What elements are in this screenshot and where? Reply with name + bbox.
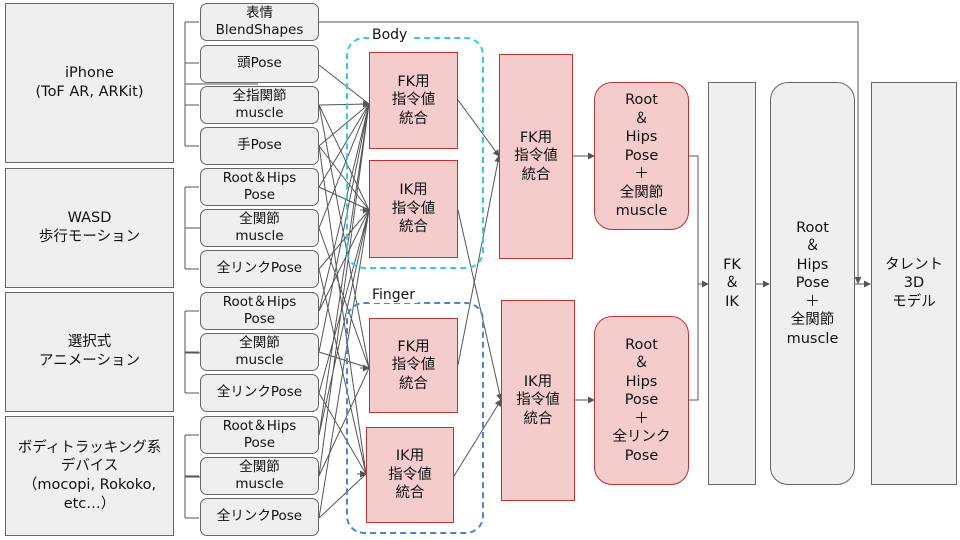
output-finger-muscle: 全指関節 muscle <box>200 86 319 124</box>
output-anim-link-pose: 全リンクPose <box>200 374 319 412</box>
finger-fk-integrator: FK用 指令値 統合 <box>369 318 458 413</box>
body-group-frame <box>346 37 484 269</box>
body-ik-integrator: IK用 指令値 統合 <box>369 160 458 258</box>
talent-3d-model: タレント 3D モデル <box>871 82 957 485</box>
output-head-pose: 頭Pose <box>200 45 319 83</box>
output-device-root-hips: Root＆Hips Pose <box>200 416 319 454</box>
output-anim-muscle: 全関節 muscle <box>200 333 319 371</box>
final-pose: Root ＆ Hips Pose ＋ 全関節 muscle <box>770 82 855 485</box>
ik-command-integrator: IK用 指令値 統合 <box>501 300 575 501</box>
finger-ik-integrator: IK用 指令値 統合 <box>366 427 454 523</box>
output-hand-pose: 手Pose <box>200 127 319 165</box>
output-wasd-muscle: 全関節 muscle <box>200 209 319 247</box>
fk-result-pose: Root ＆ Hips Pose ＋ 全関節 muscle <box>594 82 689 230</box>
output-wasd-root-hips: Root＆Hips Pose <box>200 168 319 206</box>
output-blendshapes: 表情 BlendShapes <box>200 3 319 41</box>
output-device-link-pose: 全リンクPose <box>200 498 319 536</box>
finger-group-frame <box>346 302 484 534</box>
output-device-muscle: 全関節 muscle <box>200 457 319 495</box>
finger-group-label: Finger <box>369 287 419 303</box>
source-animation: 選択式 アニメーション <box>5 292 174 412</box>
source-iphone: iPhone (ToF AR, ARKit) <box>5 3 174 163</box>
output-wasd-link-pose: 全リンクPose <box>200 250 319 288</box>
source-wasd: WASD 歩行モーション <box>5 168 174 288</box>
fk-command-integrator: FK用 指令値 統合 <box>499 54 573 259</box>
body-fk-integrator: FK用 指令値 統合 <box>369 52 458 149</box>
body-group-label: Body <box>369 27 411 43</box>
fk-ik-solver: FK ＆ IK <box>708 82 756 485</box>
source-body-tracking-device: ボディトラッキング系 デバイス （mocopi, Rokoko, etc…） <box>5 416 174 536</box>
output-anim-root-hips: Root＆Hips Pose <box>200 292 319 330</box>
ik-result-pose: Root ＆ Hips Pose ＋ 全リンク Pose <box>594 316 689 485</box>
